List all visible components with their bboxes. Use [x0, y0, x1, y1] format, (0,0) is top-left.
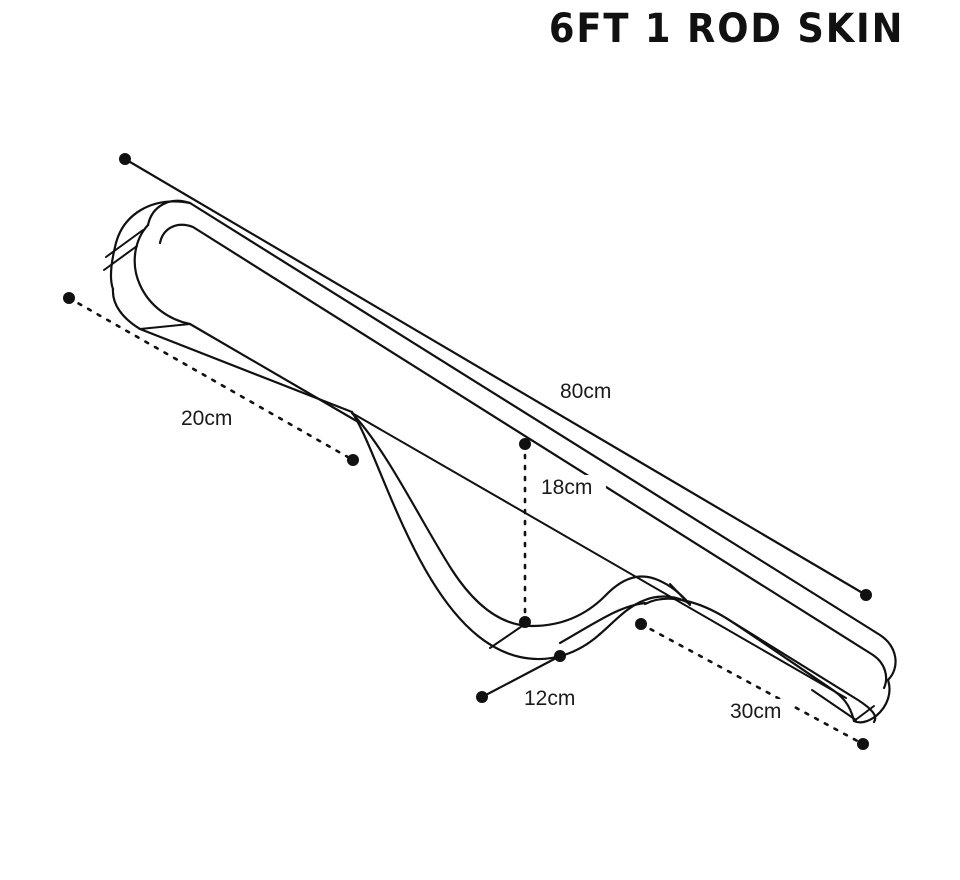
dimension-tail-width-30cm-dot-end [857, 738, 869, 750]
dimension-flap-depth-12cm-dot-end [554, 650, 566, 662]
body-top-edge [146, 199, 897, 682]
end-cap-seam-lower [139, 323, 191, 330]
dimension-height-18cm: 18cm [519, 438, 606, 628]
dimension-height-18cm-dot-bottom [519, 616, 531, 628]
dimension-tail-width-30cm-label: 30cm [730, 700, 781, 723]
tail-tip-seam-1 [853, 705, 875, 722]
dimension-length-80cm: 80cm [119, 153, 872, 601]
tail-shoulder-seam [669, 583, 691, 606]
flap-inner-curve [350, 411, 534, 628]
dimension-end-width-20cm-label-bg [175, 406, 245, 432]
end-cap-left-outline [109, 200, 192, 291]
dimension-height-18cm-label-bg [536, 475, 606, 501]
flap-s-curve [530, 575, 688, 628]
end-cap-left-lower-fold [188, 322, 362, 425]
rod-skin-body [103, 199, 897, 724]
dimension-tail-width-30cm-label-bg [724, 699, 794, 725]
dimension-tail-width-30cm: 30cm [635, 618, 869, 750]
end-cap-seam-upper-2 [103, 245, 138, 271]
page-title: 6FT 1 ROD SKIN [548, 6, 904, 52]
dimension-tail-width-30cm-line [639, 622, 865, 746]
dimension-length-80cm-label: 80cm [560, 380, 611, 403]
dimension-height-18cm-label: 18cm [541, 476, 592, 499]
flap-s-curve-inner [598, 595, 692, 636]
body-mid-crease [351, 412, 847, 699]
dimension-height-18cm-dot-top [519, 438, 531, 450]
dimension-end-width-20cm-line [67, 296, 355, 462]
dimension-flap-depth-12cm-dot-start [476, 691, 488, 703]
dimension-end-width-20cm: 20cm [63, 292, 359, 466]
dimension-flap-depth-12cm: 12cm [476, 650, 575, 710]
tail-tip-seam-2 [811, 689, 857, 721]
end-cap-seam-upper-1 [105, 229, 144, 258]
body-underside-edge [558, 601, 647, 645]
end-cap-right-outline [852, 678, 891, 724]
dimension-end-width-20cm-dot-start [63, 292, 75, 304]
dimension-flap-depth-12cm-line [480, 654, 562, 699]
tail-bottom-edge [724, 616, 856, 723]
body-lower-edge-left [111, 287, 354, 414]
dimension-flap-depth-12cm-label: 12cm [524, 687, 575, 710]
dimension-end-width-20cm-dot-end [347, 454, 359, 466]
body-top-crease [158, 223, 888, 690]
dimension-end-width-20cm-label: 20cm [181, 407, 232, 430]
dimension-length-80cm-line [123, 157, 868, 597]
dimension-length-80cm-dot-start [119, 153, 131, 165]
dimension-tail-width-30cm-dot-start [635, 618, 647, 630]
dimension-length-80cm-dot-end [860, 589, 872, 601]
end-cap-left-inner [133, 223, 192, 326]
